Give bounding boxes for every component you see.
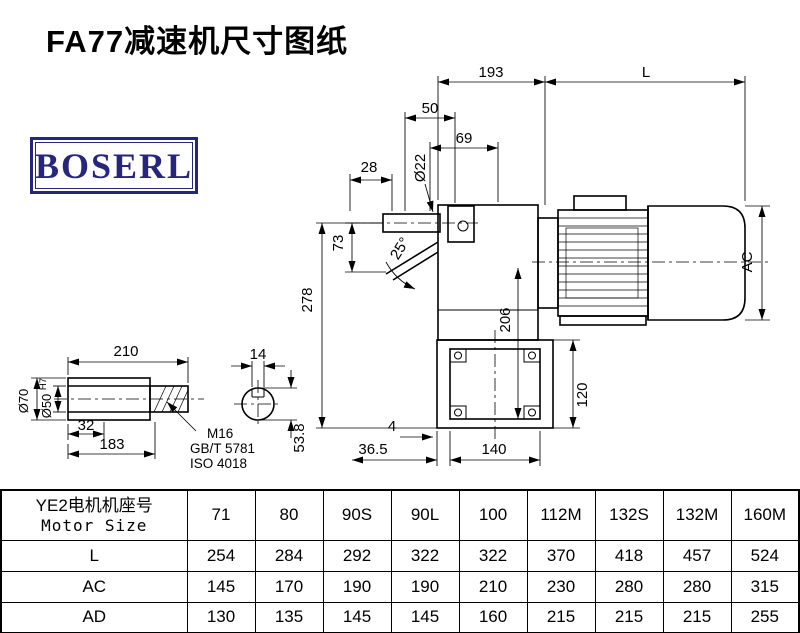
thread-callout-gb: GB/T 5781 [190,441,255,456]
dim-53-8: 53.8 [291,423,308,452]
column-header: 112M [526,489,596,541]
table-header-motor-size: YE2电机机座号 Motor Size [0,489,188,541]
gearbox-flange-details [438,220,541,420]
dim-50: 50 [422,100,439,117]
table-cell: 292 [322,539,392,572]
dim-210: 210 [113,343,138,360]
dim-69: 69 [456,130,473,147]
table-cell: 215 [526,601,596,633]
dim-L: L [642,64,650,81]
dim-206: 206 [497,307,514,332]
dim-193: 193 [478,64,503,81]
table-cell: 315 [730,570,800,603]
table-cell: 160 [458,601,528,633]
dim-73: 73 [330,235,347,252]
table-row-AD: AD 130 135 145 145 160 215 215 215 255 [0,601,800,633]
boserl-logo-frame: BOSERL [35,142,193,189]
center-lines [54,222,770,440]
column-header: 160M [730,489,800,541]
header-en-label: Motor Size [41,516,148,536]
table-header-row: YE2电机机座号 Motor Size 71 80 90S 90L 100 11… [0,489,800,541]
dim-36-5: 36.5 [358,441,387,458]
thread-callout-m16: M16 [207,426,233,441]
table-cell: 190 [390,570,460,603]
table-cell: 284 [254,539,324,572]
column-header: 90L [390,489,460,541]
column-header: 132M [662,489,732,541]
table-row-AC: AC 145 170 190 190 210 230 280 280 315 [0,570,800,603]
motor-outline [537,195,746,326]
dim-28: 28 [361,159,378,176]
dim-140: 140 [481,441,506,458]
table-cell: 322 [458,539,528,572]
table-cell: 145 [390,601,460,633]
dim-phi22: Ø22 [412,154,429,182]
table-cell: 215 [662,601,732,633]
column-header: 80 [254,489,324,541]
boserl-logo-text: BOSERL [34,145,194,186]
column-header: 90S [322,489,392,541]
table-cell: 280 [662,570,732,603]
table-cell: 255 [730,601,800,633]
table-cell: 135 [254,601,324,633]
table-cell: 145 [322,601,392,633]
dim-phi50-tolerance: H7 [38,378,49,390]
thread-callout-iso: ISO 4018 [190,456,247,471]
dim-278: 278 [299,287,316,312]
shaft-thread-hatch [153,385,189,413]
table-cell: 457 [662,539,732,572]
table-cell: 215 [594,601,664,633]
table-row-L: L 254 284 292 322 322 370 418 457 524 [0,539,800,572]
column-header: 100 [458,489,528,541]
dim-phi70: Ø70 [16,389,31,414]
table-cell: 418 [594,539,664,572]
row-label: AC [0,570,188,603]
dimension-lines [31,76,770,466]
keyway-slot [251,389,265,398]
row-label: AD [0,601,188,633]
dimension-labels: 193 L 50 69 28 Ø22 73 25° 278 206 AC 120… [16,64,756,471]
dim-120: 120 [574,382,591,407]
dim-25deg: 25° [387,234,413,262]
table-cell: 190 [322,570,392,603]
table-cell: 524 [730,539,800,572]
dim-AC: AC [739,251,756,272]
column-header: 132S [594,489,664,541]
technical-drawing: 193 L 50 69 28 Ø22 73 25° 278 206 AC 120… [16,64,770,471]
table-cell: 170 [254,570,324,603]
column-header: 71 [186,489,256,541]
motor-fins [559,217,647,307]
table-cell: 254 [186,539,256,572]
header-cn-label: YE2电机机座号 [35,496,153,516]
dim-4: 4 [388,418,396,435]
gearbox-outline [382,204,554,429]
table-cell: 322 [390,539,460,572]
dim-phi50: Ø50 [39,394,54,419]
table-cell: 230 [526,570,596,603]
table-cell: 145 [186,570,256,603]
row-label: L [0,539,188,572]
table-cell: 130 [186,601,256,633]
motor-size-table: YE2电机机座号 Motor Size 71 80 90S 90L 100 11… [0,489,800,633]
dim-183: 183 [99,436,124,453]
table-cell: 210 [458,570,528,603]
table-cell: 370 [526,539,596,572]
dim-32: 32 [78,417,95,434]
keyway-section-circle [241,387,275,421]
table-cell: 280 [594,570,664,603]
boserl-logo: BOSERL [30,137,198,194]
drawing-title: FA77减速机尺寸图纸 [46,24,349,59]
dim-14: 14 [250,346,267,363]
